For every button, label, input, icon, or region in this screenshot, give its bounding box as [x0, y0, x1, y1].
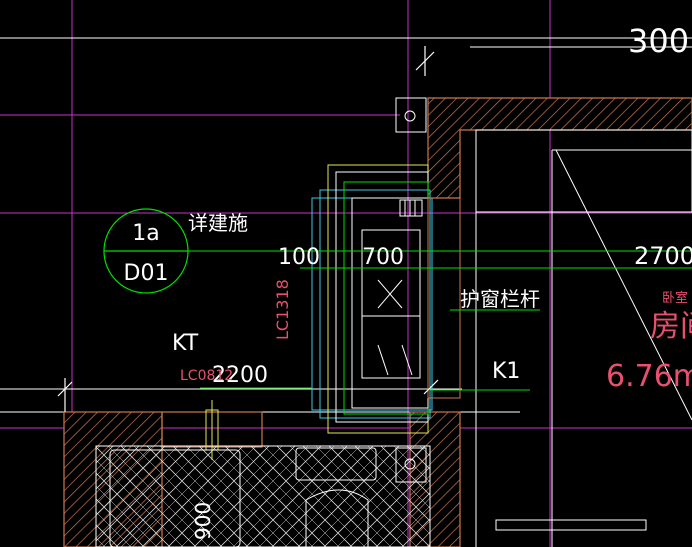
dimension-900: 900 — [191, 502, 215, 540]
room-area: 6.76m — [606, 359, 692, 394]
dimension-top-right: 300 — [628, 22, 689, 60]
floor-tile-area — [95, 445, 431, 547]
window-frames — [311, 164, 461, 434]
window-label-lc1318: LC1318 — [273, 279, 292, 340]
label-k1: K1 — [492, 359, 520, 384]
callout-bottom-text: D01 — [124, 261, 169, 286]
sanitary-fixtures — [109, 447, 377, 547]
label-window-rail: 护窗栏杆 — [460, 287, 540, 311]
label-kt: KT — [172, 331, 199, 356]
window-label-lc0812: LC0812 — [180, 368, 233, 384]
dimension-2200: 2200 — [212, 363, 268, 388]
detail-callout — [103, 208, 189, 294]
callout-top-text: 1a — [132, 221, 159, 246]
window-panel — [361, 199, 423, 379]
reference-lines — [0, 37, 692, 413]
dimension-100: 100 — [278, 245, 320, 270]
callout-note: 详建施 — [188, 211, 248, 235]
dimension-700: 700 — [362, 245, 404, 270]
room-small-name: 卧室 — [662, 290, 688, 306]
column-markers — [395, 97, 427, 483]
dimension-lines — [180, 250, 692, 391]
dimension-ticks — [57, 46, 439, 412]
dimension-2700: 2700 — [634, 242, 692, 270]
room-name: 房间 — [650, 309, 692, 344]
